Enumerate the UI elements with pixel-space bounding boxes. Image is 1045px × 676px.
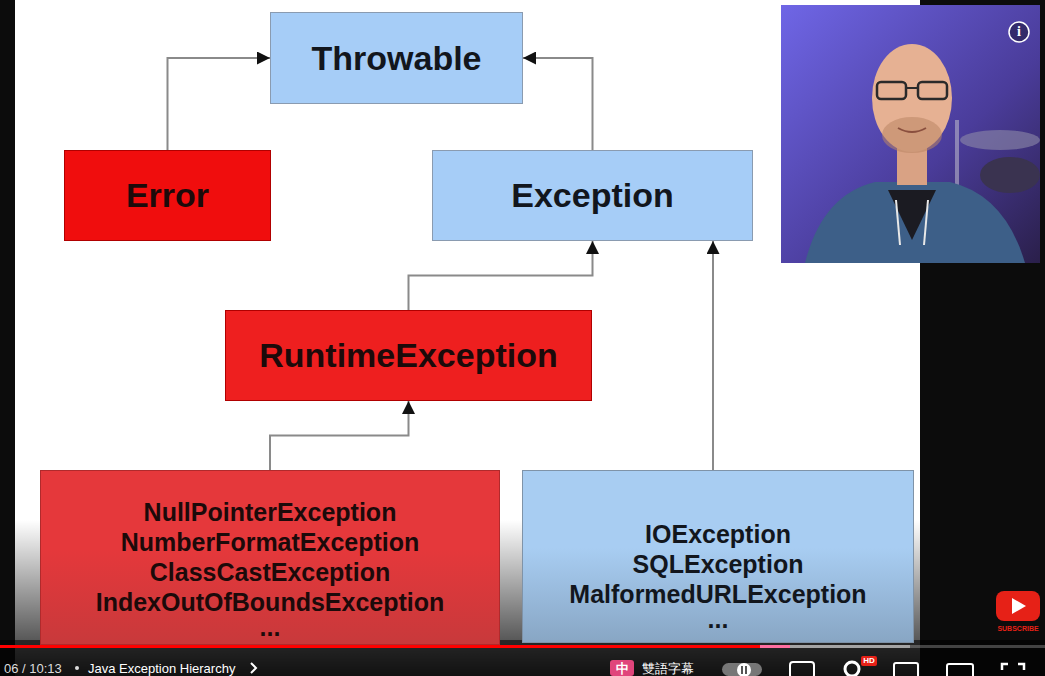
info-icon-label: i — [1013, 24, 1025, 40]
exception-name: MalformedURLException — [569, 579, 866, 609]
player-controls — [75, 656, 1024, 676]
subscribe-button — [996, 591, 1040, 621]
inheritance-arrow — [270, 401, 409, 470]
hd-badge: HD — [861, 656, 877, 666]
exception-name: ... — [708, 609, 729, 629]
exception-name: IndexOutOfBoundsException — [96, 587, 445, 617]
exception-name: ClassCastException — [150, 557, 390, 587]
class-box: Exception — [432, 150, 753, 241]
exception-name: ... — [260, 617, 281, 637]
class-name: RuntimeException — [259, 335, 557, 376]
controls-band — [0, 640, 1045, 676]
exception-name: SQLException — [633, 549, 804, 579]
inheritance-arrow — [523, 58, 593, 150]
webcam — [781, 5, 1040, 263]
caption-toggle-label: 雙語字幕 — [642, 661, 694, 676]
class-name: Exception — [511, 175, 673, 216]
subscribe-label: SUBSCRIBE — [993, 624, 1043, 633]
inheritance-arrow — [168, 58, 271, 150]
unchecked-box: RuntimeException — [225, 310, 592, 401]
caption-icon-label: 中 — [612, 661, 632, 676]
time-display: 06 / 10:13 — [4, 661, 62, 676]
progress-bar — [0, 645, 1045, 648]
inheritance-arrow — [712, 241, 714, 470]
error-box: Error — [64, 150, 271, 241]
exception-name: IOException — [645, 519, 791, 549]
unchecked-list-box: NullPointerExceptionNumberFormatExceptio… — [40, 470, 500, 645]
exception-name: NullPointerException — [144, 497, 397, 527]
class-name: Error — [126, 175, 209, 216]
class-box: Throwable — [270, 12, 523, 104]
class-name: Throwable — [311, 38, 481, 79]
inheritance-arrow — [409, 241, 593, 310]
video-title: Java Exception Hierarchy — [88, 661, 235, 676]
checked-list-box: IOExceptionSQLExceptionMalformedURLExcep… — [522, 470, 914, 643]
exception-name: NumberFormatException — [121, 527, 420, 557]
